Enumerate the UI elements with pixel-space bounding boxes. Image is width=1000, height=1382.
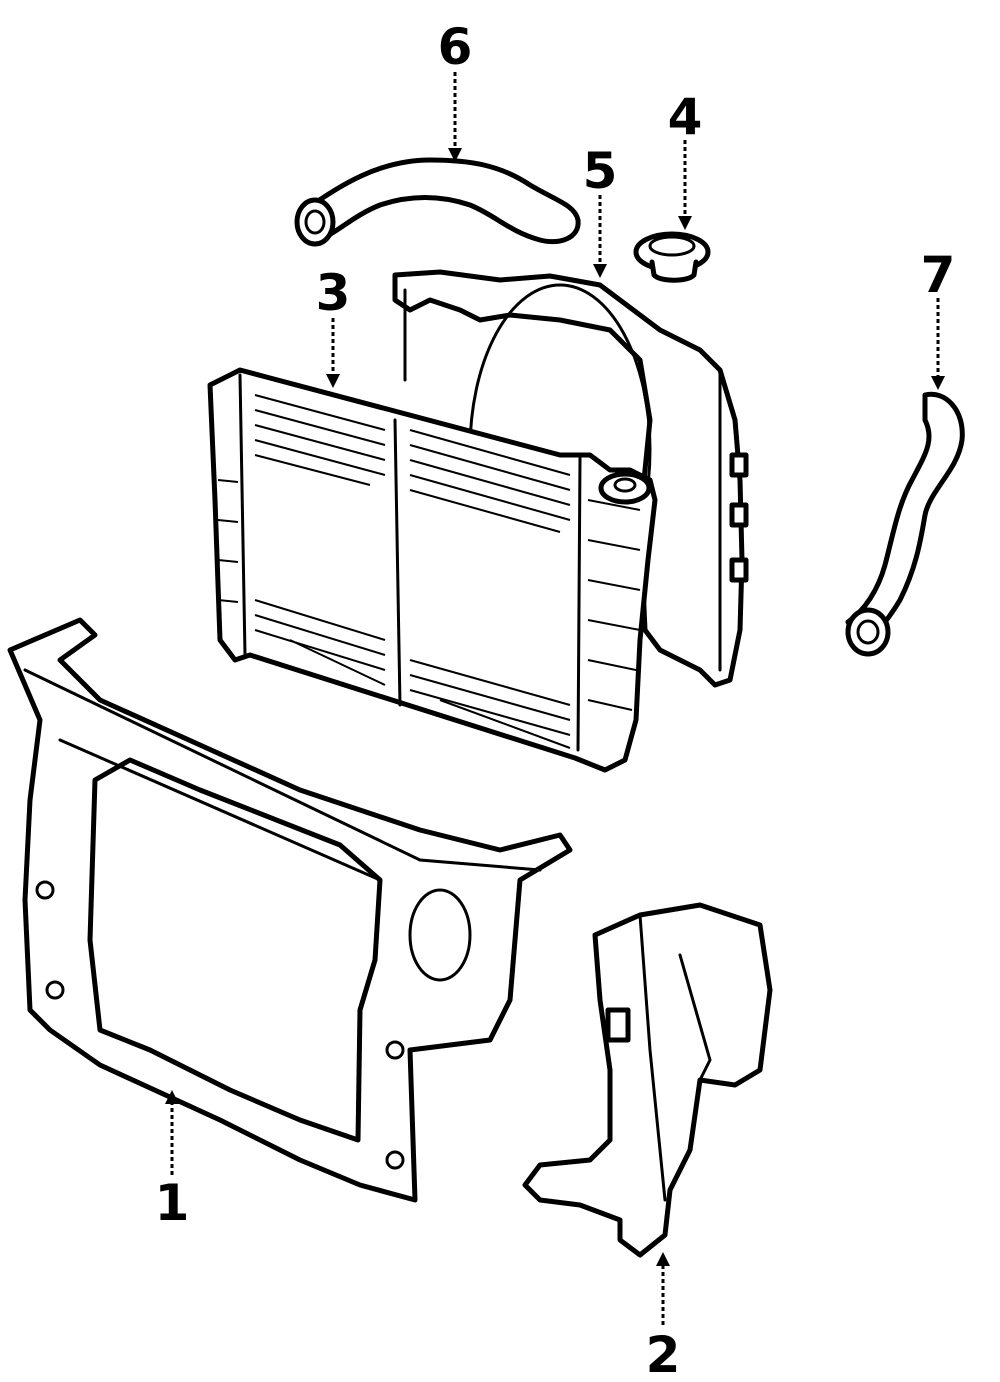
callout-1: 1	[155, 1174, 190, 1232]
leader-lines	[165, 72, 945, 1325]
callout-5: 5	[583, 142, 618, 200]
upper-hose-part-6	[294, 157, 581, 247]
side-bracket-part-2	[522, 902, 773, 1258]
radiator-fins-left	[254, 394, 386, 686]
radiator-fins-right	[409, 429, 571, 749]
radiator-cap-part-4	[633, 231, 711, 283]
callout-4: 4	[668, 88, 703, 146]
callout-labels: 6 4 5 3 7 1 2	[155, 18, 956, 1382]
callout-7: 7	[921, 246, 956, 304]
radiator-support-part-1	[7, 617, 573, 1203]
callout-6: 6	[438, 18, 473, 76]
lower-hose-part-7	[845, 391, 965, 657]
callout-3: 3	[316, 264, 351, 322]
radiator-part-3	[207, 367, 658, 773]
callout-2: 2	[646, 1326, 681, 1382]
